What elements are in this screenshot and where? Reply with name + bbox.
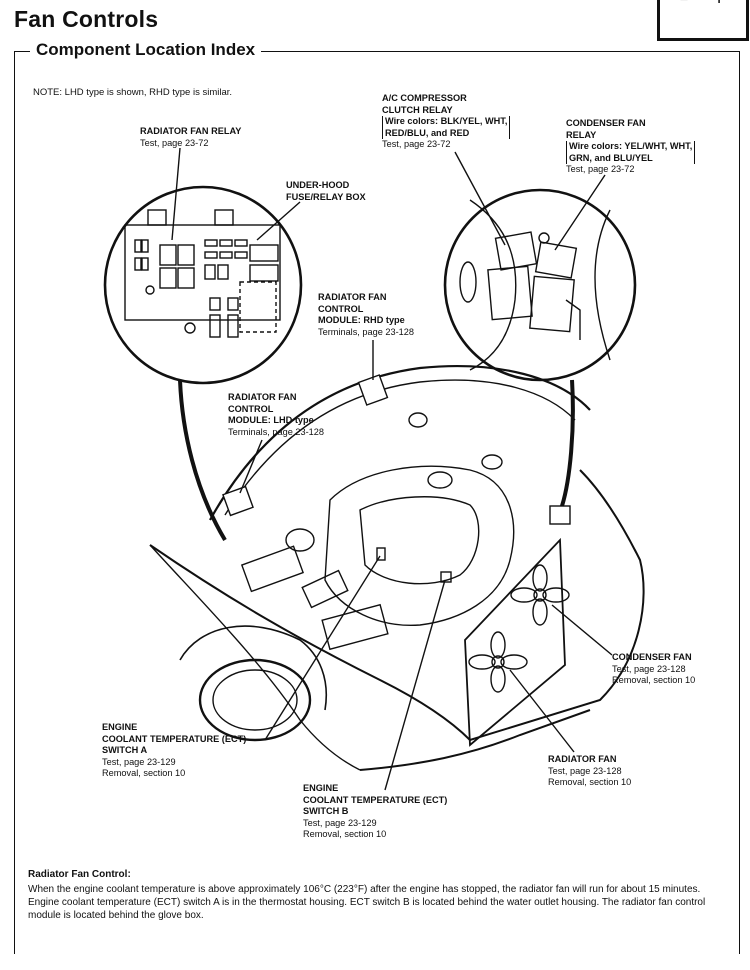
test-radiator-fan: Test, page 23-128	[548, 765, 622, 776]
callout-radiator-fan-relay: RADIATOR FAN RELAY Test, page 23-72	[140, 126, 241, 149]
cap-3	[408, 412, 428, 428]
removal-condenser-fan: Removal, section 10	[612, 675, 696, 685]
callout-fuse-box: UNDER-HOOD FUSE/RELAY BOX	[286, 180, 366, 203]
test-ac-relay: Test, page 23-72	[382, 139, 451, 149]
callout-ect-a: ENGINE COOLANT TEMPERATURE (ECT) SWITCH …	[102, 722, 246, 780]
engine-block	[324, 465, 515, 627]
test-radiator-fan-relay: Test, page 23-72	[140, 137, 209, 148]
label-condenser-relay-2: RELAY	[566, 129, 597, 140]
leader-condenser-fan	[551, 604, 613, 656]
condenser-fan-drawing	[510, 564, 570, 626]
wire-condenser-relay-1: Wire colors: YEL/WHT, WHT,	[566, 141, 696, 153]
engine-cover	[359, 496, 480, 585]
footer-title: Radiator Fan Control:	[28, 869, 131, 880]
callout-ect-b: ENGINE COOLANT TEMPERATURE (ECT) SWITCH …	[303, 783, 447, 841]
removal-ect-b: Removal, section 10	[303, 829, 387, 839]
cap-2	[481, 454, 503, 470]
module-lhd-shape	[222, 485, 254, 517]
callout-module-lhd: RADIATOR FAN CONTROL MODULE: LHD type Te…	[228, 392, 324, 438]
label-module-rhd-3: MODULE: RHD type	[318, 315, 405, 325]
label-radiator-fan: RADIATOR FAN	[548, 754, 617, 764]
wheel-hub	[212, 669, 298, 731]
label-fuse-box-2: FUSE/RELAY BOX	[286, 191, 366, 202]
callout-ac-relay: A/C COMPRESSOR CLUTCH RELAY Wire colors:…	[382, 93, 511, 151]
terminals-module-rhd: Terminals, page 23-128	[318, 326, 415, 337]
leader-ect-b	[384, 579, 446, 791]
wire-ac-relay-2: RED/BLU, and RED	[382, 127, 511, 139]
label-condenser-relay-1: CONDENSER FAN	[566, 118, 646, 128]
label-condenser-fan: CONDENSER FAN	[612, 652, 692, 662]
removal-radiator-fan: Removal, section 10	[548, 777, 632, 787]
callout-condenser-relay: CONDENSER FAN RELAY Wire colors: YEL/WHT…	[566, 118, 696, 176]
leader-radiator-fan	[509, 669, 575, 753]
label-ac-relay-2: CLUTCH RELAY	[382, 104, 453, 115]
module-rhd-shape	[357, 374, 389, 406]
label-module-lhd-2: CONTROL	[228, 403, 274, 414]
test-condenser-relay: Test, page 23-72	[566, 164, 635, 174]
cap-4	[285, 528, 315, 552]
minus-sign: −	[680, 0, 688, 7]
callout-radiator-fan: RADIATOR FAN Test, page 23-128 Removal, …	[548, 754, 631, 789]
footer-body: When the engine coolant temperature is a…	[28, 884, 706, 921]
hood-inner	[224, 379, 576, 516]
label-module-rhd-1: RADIATOR FAN	[318, 292, 387, 302]
label-fuse-box-1: UNDER-HOOD	[286, 180, 350, 190]
filter-box	[301, 569, 349, 609]
test-ect-a: Test, page 23-129	[102, 756, 176, 767]
page-frame	[14, 51, 740, 954]
callout-condenser-fan: CONDENSER FAN Test, page 23-128 Removal,…	[612, 652, 695, 687]
cap-1	[427, 471, 453, 489]
section-title: Component Location Index	[30, 40, 262, 60]
leader-ac-relay	[454, 151, 506, 246]
label-ect-b-1: ENGINE	[303, 783, 339, 793]
leader-fan-relay	[171, 147, 181, 241]
hood-outline	[209, 365, 591, 521]
leader-module-lhd	[239, 439, 263, 494]
wire-condenser-relay-2: GRN, and BLU/YEL	[566, 152, 696, 164]
module-box	[321, 603, 389, 651]
right-magnifier-connector	[560, 379, 575, 507]
wheel-arch	[179, 625, 328, 711]
label-ect-a-3: SWITCH A	[102, 745, 148, 755]
leader-ect-a	[264, 555, 381, 741]
terminals-module-lhd: Terminals, page 23-128	[228, 426, 325, 437]
note-text: NOTE: LHD type is shown, RHD type is sim…	[33, 87, 233, 98]
radiator	[464, 537, 566, 747]
label-module-lhd-1: RADIATOR FAN	[228, 392, 297, 402]
car-body	[149, 469, 645, 742]
label-ect-b-2: COOLANT TEMPERATURE (ECT)	[303, 794, 448, 805]
corner-tab: − +	[657, 0, 749, 41]
bumper	[359, 709, 591, 771]
test-condenser-fan: Test, page 23-128	[612, 663, 686, 674]
radiator-fan-drawing	[468, 631, 528, 693]
relay-magnifier	[443, 188, 637, 382]
label-ect-a-1: ENGINE	[102, 722, 138, 732]
test-ect-b: Test, page 23-129	[303, 817, 377, 828]
removal-ect-a: Removal, section 10	[102, 768, 186, 778]
relay-pair-shape	[549, 505, 571, 525]
fuse-box-magnifier	[103, 185, 303, 385]
page-title: Fan Controls	[14, 6, 159, 32]
ect-a-shape	[376, 547, 386, 561]
callout-module-rhd: RADIATOR FAN CONTROL MODULE: RHD type Te…	[318, 292, 414, 338]
fender-line	[149, 544, 361, 771]
footer-note: Radiator Fan Control: When the engine co…	[28, 868, 728, 922]
ect-b-shape	[440, 571, 452, 583]
leader-fuse-box	[256, 201, 301, 241]
label-ect-b-3: SWITCH B	[303, 806, 349, 816]
label-ac-relay-1: A/C COMPRESSOR	[382, 93, 467, 103]
battery	[240, 545, 304, 593]
left-magnifier-connector	[178, 379, 227, 542]
leader-condenser-relay	[554, 174, 606, 251]
label-module-rhd-2: CONTROL	[318, 303, 364, 314]
label-module-lhd-3: MODULE: LHD type	[228, 415, 314, 425]
plus-sign: +	[715, 0, 723, 7]
front-wheel	[198, 658, 312, 742]
label-radiator-fan-relay: RADIATOR FAN RELAY	[140, 126, 242, 136]
label-ect-a-2: COOLANT TEMPERATURE (ECT)	[102, 733, 247, 744]
wire-ac-relay-1: Wire colors: BLK/YEL, WHT,	[382, 116, 511, 128]
